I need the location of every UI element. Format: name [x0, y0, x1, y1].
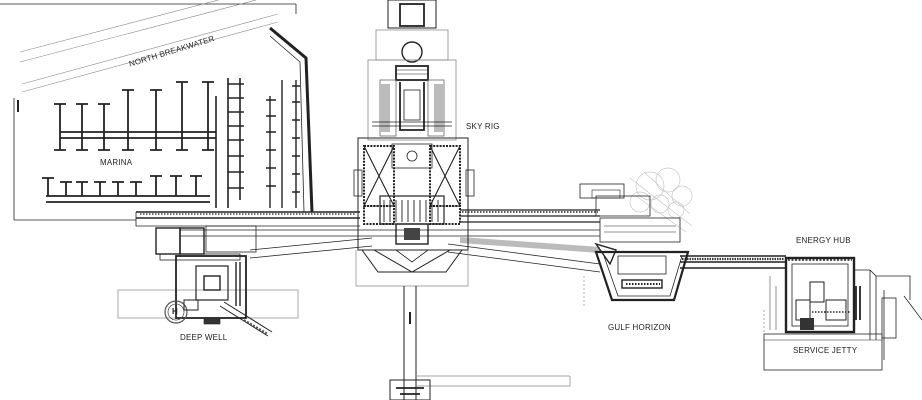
- main-walkway: [135, 209, 786, 273]
- sky-rig-tower: [353, 0, 571, 400]
- label-service-jetty: SERVICE JETTY: [793, 346, 858, 355]
- gulf-horizon-structure: [579, 167, 693, 308]
- deep-well-structure: [117, 225, 299, 337]
- helipad-icon: H: [172, 307, 178, 316]
- label-gulf-horizon: GULF HORIZON: [608, 323, 671, 332]
- label-marina: MARINA: [100, 158, 133, 167]
- label-sky-rig: SKY RIG: [466, 122, 500, 131]
- label-deep-well: DEEP WELL: [180, 333, 228, 342]
- service-jetty-structure: [763, 276, 883, 371]
- marina-zone: [0, 0, 314, 221]
- energy-hub-structure: [784, 256, 922, 360]
- label-energy-hub: ENERGY HUB: [796, 236, 851, 245]
